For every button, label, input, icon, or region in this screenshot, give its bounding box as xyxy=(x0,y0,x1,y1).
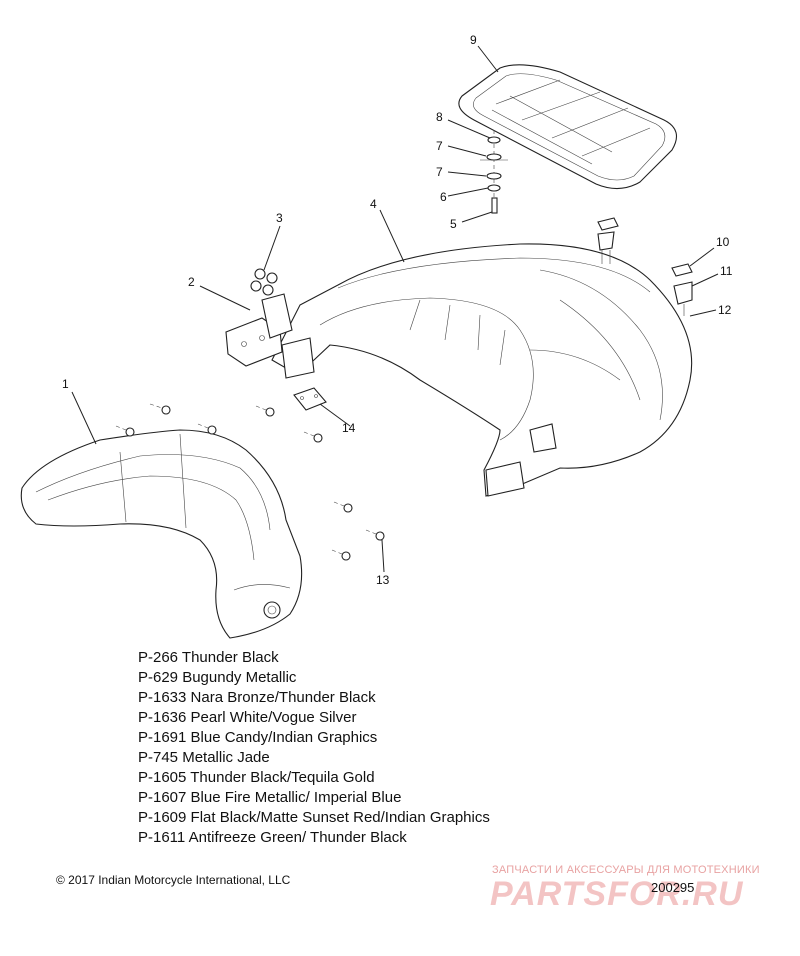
callout-7-upper: 7 xyxy=(436,139,443,153)
diagram-id: 200295 xyxy=(651,880,695,895)
callout-11: 11 xyxy=(720,264,733,278)
callout-4: 4 xyxy=(370,197,377,211)
callout-14: 14 xyxy=(342,421,356,435)
watermark-logo: PARTSFOR.RU xyxy=(490,875,744,913)
callout-2: 2 xyxy=(188,275,195,289)
color-code-item: P-745 Metallic Jade xyxy=(138,749,270,766)
watermark-tagline: ЗАПЧАСТИ И АКСЕССУАРЫ ДЛЯ МОТОТЕХНИКИ xyxy=(492,864,760,876)
color-code-item: P-629 Bugundy Metallic xyxy=(138,669,297,686)
copyright-notice: © 2017 Indian Motorcycle International, … xyxy=(56,873,291,887)
callout-leaders xyxy=(71,45,719,573)
rack-mount-hardware xyxy=(480,130,508,214)
callout-13: 13 xyxy=(376,573,390,587)
color-code-item: P-1691 Blue Candy/Indian Graphics xyxy=(138,729,378,746)
part-2-bracket[interactable] xyxy=(225,293,293,367)
part-13-screws xyxy=(115,403,385,561)
color-code-item: P-1611 Antifreeze Green/ Thunder Black xyxy=(138,829,407,846)
part-9-luggage-rack[interactable] xyxy=(458,64,678,190)
callout-7-lower: 7 xyxy=(436,165,443,179)
color-code-item: P-1633 Nara Bronze/Thunder Black xyxy=(138,689,376,706)
callout-3: 3 xyxy=(276,211,283,225)
part-14-plate[interactable] xyxy=(293,387,327,411)
paint-color-codes-list: P-266 Thunder Black P-629 Bugundy Metall… xyxy=(138,648,490,848)
callout-1: 1 xyxy=(62,377,69,391)
exploded-parts-diagram: 9 8 7 7 6 5 4 3 2 1 14 13 10 11 12 xyxy=(20,33,733,639)
callout-5: 5 xyxy=(450,217,457,231)
callout-9: 9 xyxy=(470,33,477,47)
color-code-item: P-1636 Pearl White/Vogue Silver xyxy=(138,709,357,726)
callout-10: 10 xyxy=(716,235,730,249)
part-3-nuts xyxy=(250,268,278,296)
callout-6: 6 xyxy=(440,190,447,204)
color-code-item: P-1607 Blue Fire Metallic/ Imperial Blue xyxy=(138,789,402,806)
color-code-item: P-1609 Flat Black/Matte Sunset Red/India… xyxy=(138,809,490,826)
part-4-trunk-housing[interactable] xyxy=(271,243,693,497)
color-code-item: P-1605 Thunder Black/Tequila Gold xyxy=(138,769,375,786)
color-code-item: P-266 Thunder Black xyxy=(138,649,279,666)
callout-labels: 9 8 7 7 6 5 4 3 2 1 14 13 10 11 12 xyxy=(62,33,733,587)
part-10-11-12-hinge-hardware[interactable] xyxy=(597,217,693,316)
callout-8: 8 xyxy=(436,110,443,124)
callout-12: 12 xyxy=(718,303,732,317)
part-1-backrest-pad[interactable] xyxy=(20,429,303,639)
